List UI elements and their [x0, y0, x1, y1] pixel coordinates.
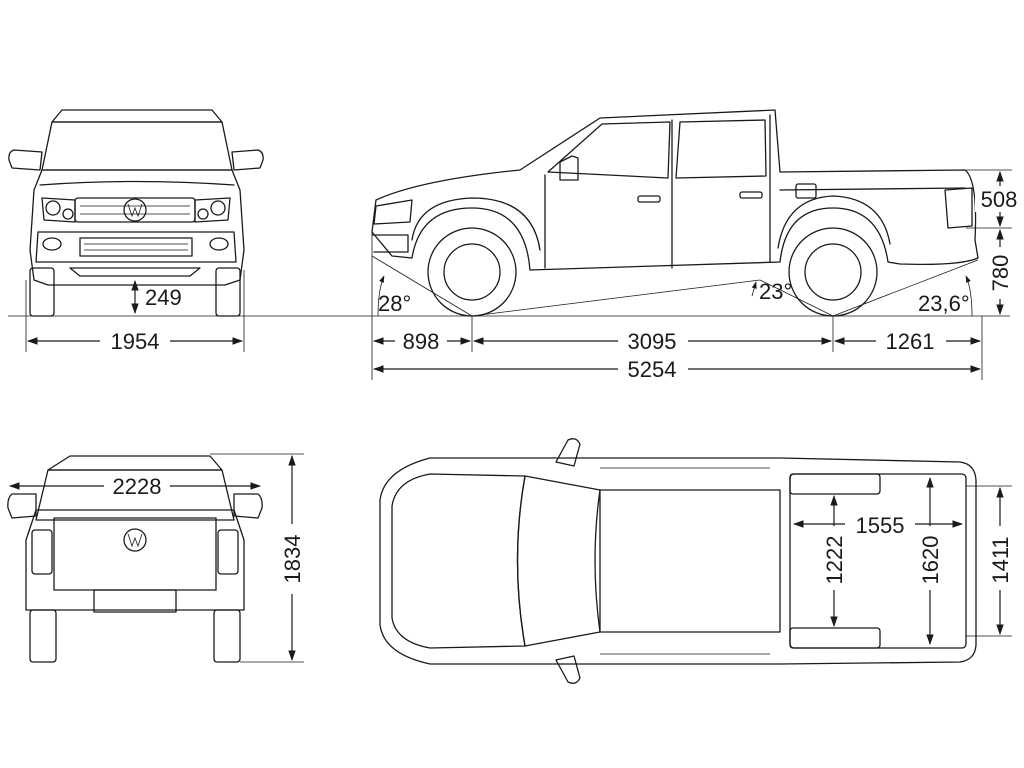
departure-angle-line [832, 259, 979, 317]
front-grille [74, 197, 196, 223]
rear-fender [777, 195, 891, 249]
ground-clearance-label: 249 [145, 285, 182, 310]
breakover-angle-label: 23° [759, 279, 792, 304]
front-body [29, 169, 245, 286]
tail-light-right [217, 529, 239, 575]
vw-logo-icon [123, 198, 147, 222]
front-overhang-label: 898 [403, 329, 440, 354]
rear-overhang-label: 1261 [886, 329, 935, 354]
bed-width-between-arches-label: 1222 [822, 536, 847, 585]
side-bumper [371, 234, 409, 253]
front-mirror-right [231, 149, 264, 171]
bed-width-max-label: 1620 [918, 536, 943, 585]
overall-height-label: 1834 [280, 535, 305, 584]
top-view: 1555 1222 1620 1411 [379, 438, 1014, 684]
approach-angle-label: 28° [378, 291, 411, 316]
door-lines [544, 114, 771, 269]
mirror-width-label: 2228 [113, 474, 162, 499]
side-body [371, 109, 979, 271]
side-mirror [559, 155, 579, 181]
bed-floor-height-label: 780 [988, 255, 1013, 292]
headlight-left [41, 197, 76, 223]
rear-mirror-left [7, 493, 37, 519]
front-side-window [547, 121, 671, 179]
bed-rail [779, 187, 966, 191]
fuel-cap [795, 183, 817, 199]
tail-light-left [31, 529, 53, 575]
overall-length-label: 5254 [628, 357, 677, 382]
side-headlight [373, 199, 413, 225]
front-bumper [35, 231, 237, 263]
wheel-arch-right [789, 627, 881, 649]
lower-grille [79, 237, 193, 257]
bed-side-height-label: 508 [981, 187, 1018, 212]
headlight-right [194, 197, 231, 223]
approach-angle-line [371, 255, 473, 317]
bed-length-label: 1555 [856, 513, 905, 538]
rear-mirror-right [233, 493, 263, 519]
departure-angle-label: 23,6° [918, 291, 970, 316]
bed-width-rear-label: 1411 [988, 536, 1013, 583]
fog-light-right [209, 237, 229, 251]
rear-wheel-left [29, 609, 57, 663]
fog-light-left [42, 237, 62, 251]
front-windshield [41, 121, 233, 171]
hood-line [39, 180, 235, 186]
rear-door-handle [739, 191, 763, 199]
front-roof [51, 109, 223, 123]
rear-window [35, 469, 235, 521]
rear-wheel [788, 227, 878, 317]
front-wheel-left [29, 267, 55, 317]
tail-light [944, 187, 973, 229]
front-wheel [427, 227, 517, 317]
front-mirror-left [8, 149, 43, 171]
rear-vw-logo-icon [123, 528, 147, 552]
rear-wheel-right [213, 609, 241, 663]
side-view: 28° 23° 23,6° 508 780 898 3095 1261 5254 [371, 109, 1023, 382]
front-door-handle [637, 195, 661, 203]
top-body [379, 457, 977, 665]
rear-roof [47, 455, 223, 471]
top-windshield [516, 475, 601, 647]
front-wheel-right [215, 267, 241, 317]
rear-view: 2228 1834 [7, 453, 306, 663]
rear-bumper-step [93, 589, 177, 613]
front-view: 249 1954 [8, 109, 1010, 354]
rear-side-window [675, 119, 767, 179]
front-fender [411, 197, 541, 251]
rear-body [25, 509, 245, 611]
front-width-label: 1954 [111, 329, 160, 354]
top-mirror-left [555, 438, 581, 467]
top-hood [391, 473, 526, 649]
top-roof [599, 489, 781, 633]
wheel-arch-left [789, 473, 881, 495]
wheelbase-label: 3095 [628, 329, 677, 354]
top-mirror-right [555, 655, 581, 684]
